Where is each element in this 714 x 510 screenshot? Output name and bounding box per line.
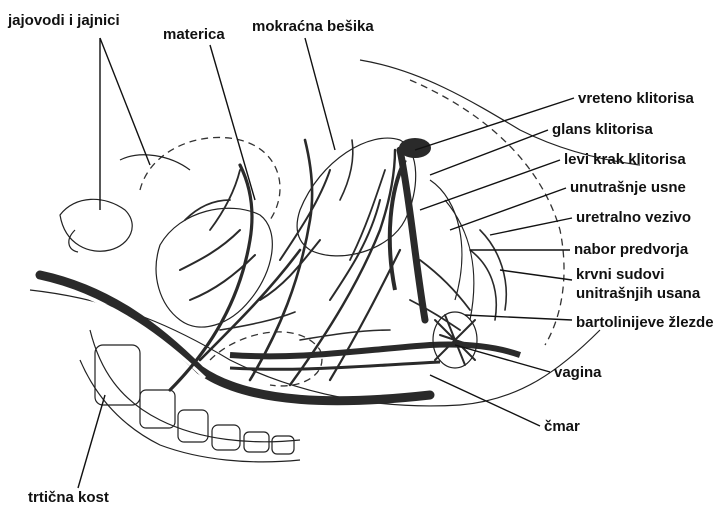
label-labial-vessels-line2: unitrašnjih usana <box>576 285 700 302</box>
label-labial-vessels-line1: krvni sudovi <box>576 266 664 283</box>
clitoris-structures <box>390 138 474 320</box>
bartholin-glands <box>433 312 477 368</box>
label-uterus: materica <box>163 26 225 43</box>
label-vestibular-fold: nabor predvorja <box>574 241 688 258</box>
label-coccyx: trtična kost <box>28 489 109 506</box>
label-anus: čmar <box>544 418 580 435</box>
label-bartholin-glands: bartolinijeve žlezde <box>576 314 714 331</box>
leader-lines <box>78 38 574 488</box>
label-clitoral-shaft: vreteno klitorisa <box>578 90 694 107</box>
label-left-crus: levi krak klitorisa <box>564 151 686 168</box>
label-inner-labia: unutrašnje usne <box>570 179 686 196</box>
label-fallopian-tubes-ovaries: jajovodi i jajnici <box>8 12 120 29</box>
label-vagina: vagina <box>554 364 602 381</box>
label-clitoral-glans: glans klitorisa <box>552 121 653 138</box>
label-urethral-tissue: uretralno vezivo <box>576 209 691 226</box>
label-bladder: mokraćna bešika <box>252 18 374 35</box>
